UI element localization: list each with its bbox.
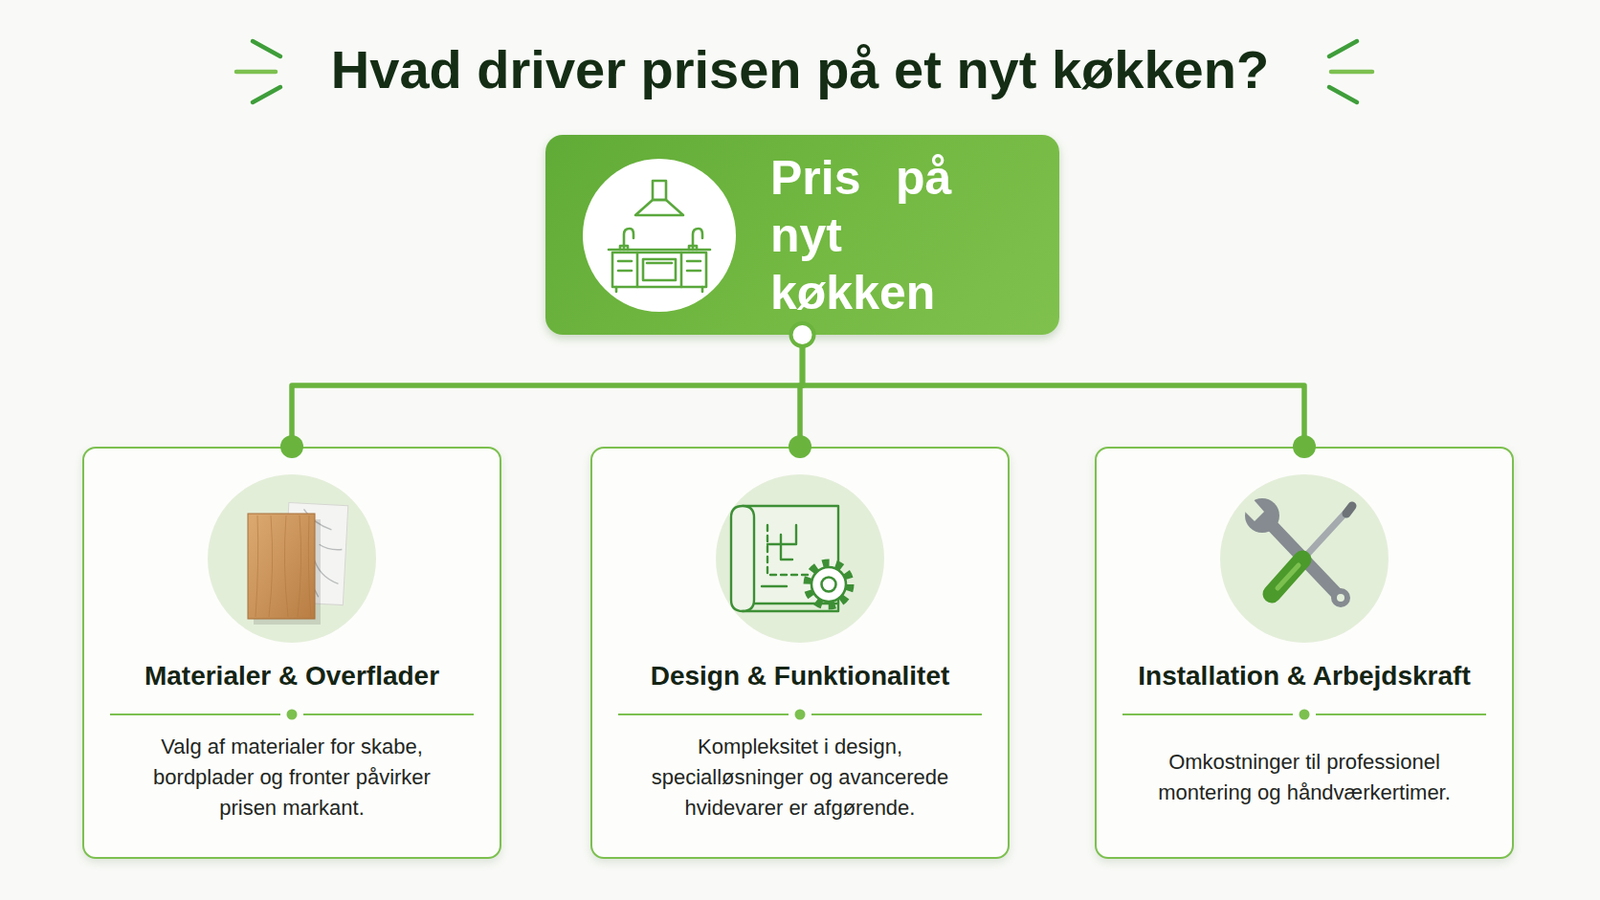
blueprint-icon-part-part [731, 506, 755, 612]
spark-strokes-part [252, 41, 281, 57]
price-box: Pris på nyt køkken [545, 134, 1060, 335]
blueprint-icon-part-part [761, 585, 787, 588]
tools-icon-part [1271, 559, 1303, 595]
card-body-area: Valg af materialer for skabe, bordplader… [103, 724, 481, 831]
kitchen-icon-part-part [652, 180, 667, 200]
kitchen-icon-part-part [643, 259, 676, 281]
kitchen-icon-part-part [635, 200, 684, 216]
card-description: Kompleksitet i design, specialløsninger … [635, 732, 966, 824]
blueprint-icon-part-part [742, 603, 839, 612]
card-description: Valg af materialer for skabe, bordplader… [127, 732, 458, 824]
divider-line-part [287, 710, 298, 721]
junction-dot [788, 435, 812, 459]
spark-strokes-part [252, 87, 281, 103]
divider-line [618, 705, 982, 725]
blueprint-icon-part-part [767, 525, 808, 576]
card-description: Omkostninger til professionel montering … [1139, 747, 1470, 809]
spark-strokes-part [1331, 69, 1373, 75]
blueprint-icon-part [715, 474, 885, 644]
factor-card: Materialer & Overflader Valg af material… [82, 446, 502, 860]
blueprint-icon-part [811, 567, 846, 602]
tools-icon-part [1336, 594, 1345, 602]
tree-connector [802, 334, 1306, 447]
tools-icon [1208, 467, 1400, 650]
blueprint-icon-part-part [780, 534, 793, 560]
tools-icon-part [1304, 510, 1349, 558]
factor-card: Design & Funktionalitet Kompleksitet i d… [590, 446, 1010, 860]
tools-icon-part [1331, 588, 1351, 608]
junction-dot [1292, 435, 1316, 459]
tree-connector [291, 334, 803, 447]
tools-icon-part [1220, 474, 1389, 644]
materials-icon-part [247, 513, 315, 620]
card-body-area: Omkostninger til professionel montering … [1115, 724, 1493, 831]
divider-line-part [795, 710, 806, 721]
kitchen-icon-part-part [620, 245, 697, 250]
kitchen-icon-part-part [646, 261, 672, 265]
materials-icon-part [255, 515, 312, 618]
divider-line [1122, 705, 1487, 725]
materials-icon-part [207, 474, 377, 644]
blueprint-icon-part [822, 577, 837, 593]
tools-icon-part [1346, 506, 1353, 514]
tools-icon-part [1277, 565, 1299, 589]
kitchen-icon-part-part [616, 287, 703, 292]
diagram-title: Hvad driver prisen på et nyt køkken? [0, 38, 1600, 102]
junction-dot [280, 435, 304, 459]
card-heading: Design & Funktionalitet [650, 659, 951, 694]
kitchen-icon [577, 154, 741, 317]
card-heading: Materialer & Overflader [144, 659, 440, 694]
box-title: Pris på nyt køkken [770, 149, 1041, 322]
blueprint-icon [704, 467, 896, 650]
divider-line-part [1299, 710, 1311, 721]
junction-dot [791, 323, 815, 347]
card-heading: Installation & Arbejdskraft [1137, 659, 1470, 694]
tools-icon-part [1241, 496, 1265, 522]
kitchen-icon-part [582, 158, 736, 312]
card-body-area: Kompleksitet i design, specialløsninger … [611, 724, 989, 831]
kitchen-icon-part-part [637, 252, 682, 288]
tree-connector [800, 334, 803, 447]
divider-line [110, 705, 474, 725]
spark-strokes-part [1329, 41, 1357, 57]
spark-strokes-part [236, 69, 276, 75]
kitchen-icon-part-part [618, 261, 701, 271]
materials-icon [196, 467, 388, 650]
kitchen-icon-part-part [612, 252, 707, 288]
blueprint-icon-part [807, 563, 850, 606]
blueprint-icon-part-part [742, 506, 839, 604]
factor-card: Installation & Arbejdskraft Omkostninger… [1094, 446, 1514, 860]
spark-strokes-part [1329, 87, 1357, 103]
kitchen-icon-part [608, 180, 711, 292]
